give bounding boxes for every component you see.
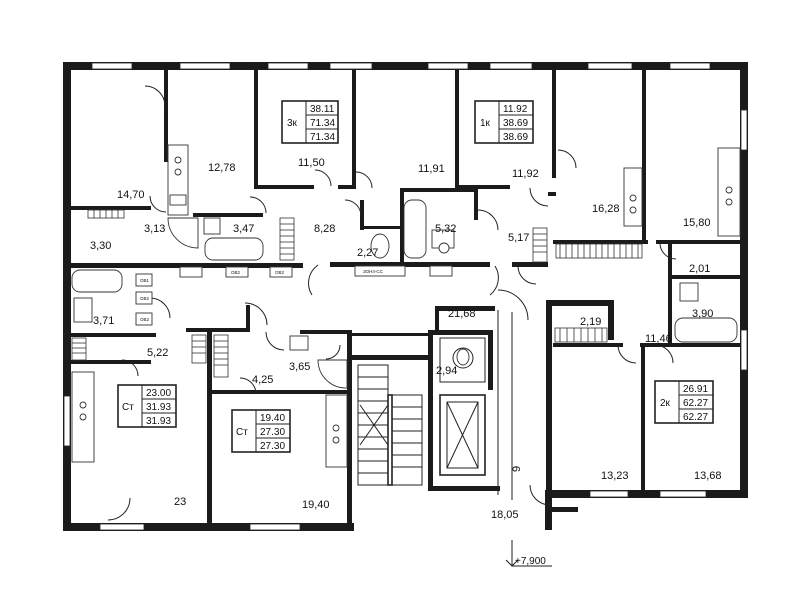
room-area-label: 11,92 — [512, 168, 539, 180]
apartment-total-area: 71.34 — [310, 118, 335, 129]
level-mark: +7,900 — [505, 540, 552, 567]
room-area-label: 4,25 — [252, 374, 273, 386]
room-area-label: 11,50 — [298, 157, 325, 169]
room-area-label: 2,01 — [689, 263, 710, 275]
apartment-total-area: 27.30 — [260, 441, 285, 452]
shaft-tag: ОВ2 — [140, 296, 150, 301]
apartment-total-area: 38.69 — [503, 132, 528, 143]
apartment-type: Ст — [122, 402, 134, 413]
room-area-label: 3,47 — [233, 223, 254, 235]
apartment-total-area: 27.30 — [260, 427, 285, 438]
room-area-label: 2,94 — [436, 365, 457, 377]
room-area-label: 21,68 — [448, 308, 476, 320]
elevator-shaft — [439, 337, 486, 476]
apartment-type: Ст — [236, 427, 248, 438]
room-area-label: 3,13 — [144, 223, 165, 235]
apartment-total-area: 62.27 — [683, 412, 708, 423]
room-area-label: 14,70 — [117, 189, 145, 201]
apartment-living-area: 11.92 — [503, 104, 528, 115]
apartment-type: 1к — [480, 118, 491, 129]
room-area-label: 11,46 — [645, 333, 672, 345]
shaft-tag: ОВ2 — [231, 270, 241, 275]
room-area-label: 13,68 — [694, 470, 722, 482]
room-area-label: 18,05 — [491, 509, 519, 521]
apartment-total-area: 31.93 — [146, 416, 171, 427]
room-area-label: 13,23 — [601, 470, 629, 482]
apartment-box-3k: 3к 38.11 71.34 71.34 — [281, 100, 339, 144]
fixtures — [71, 144, 741, 468]
shaft-tag: ОВ1 — [140, 278, 150, 283]
room-area-label: 3,90 — [692, 308, 713, 320]
shaft-tag: ОВ2 — [140, 317, 150, 322]
room-area-label: 16,28 — [592, 203, 620, 215]
hatched-panels — [71, 209, 643, 378]
room-area-label: 3,71 — [93, 315, 114, 327]
room-area-label: 23 — [174, 496, 186, 508]
apartment-box-1k: 1к 11.92 38.69 38.69 — [474, 100, 534, 144]
room-area-label: 12,78 — [208, 162, 236, 174]
apartment-total-area: 31.93 — [146, 402, 171, 413]
apartment-type: 2к — [660, 398, 671, 409]
room-area-label: 5,22 — [147, 347, 168, 359]
apartment-living-area: 26.91 — [683, 384, 708, 395]
apartment-box-st2: Ст 19.40 27.30 27.30 — [231, 409, 291, 453]
room-area-label: 2,27 — [357, 247, 378, 259]
apartment-box-2k: 2к 26.91 62.27 62.27 — [654, 380, 714, 424]
apartment-total-area: 62.27 — [683, 398, 708, 409]
room-area-label: 3,30 — [90, 240, 111, 252]
shaft-tag: ОВ2 — [275, 270, 285, 275]
shaft-tag: ЗОН4-СС — [363, 269, 384, 274]
room-area-label: 5,32 — [435, 223, 456, 235]
level-mark-value: +7,900 — [515, 556, 546, 567]
room-area-label: 19,40 — [302, 499, 330, 511]
apartment-type: 3к — [287, 118, 298, 129]
apartment-living-area: 23.00 — [146, 388, 171, 399]
windows — [63, 62, 748, 531]
room-area-label: 15,80 — [683, 217, 711, 229]
apartment-total-area: 38.69 — [503, 118, 528, 129]
room-area-label: 9 — [511, 466, 523, 472]
room-area-label: 3,65 — [289, 361, 310, 373]
apartment-box-st1: Ст 23.00 31.93 31.93 — [117, 384, 177, 428]
apartment-living-area: 38.11 — [310, 104, 335, 115]
apartment-living-area: 19.40 — [260, 413, 285, 424]
interior-walls — [63, 70, 740, 523]
room-area-label: 5,17 — [508, 232, 529, 244]
room-area-label: 11,91 — [418, 163, 445, 175]
shaft-boxes — [135, 265, 453, 326]
room-area-label: 8,28 — [314, 223, 335, 235]
door-swings — [107, 85, 677, 521]
shaft-tag-labels: ОВ1 ОВ2 ОВ2 ОВ2 ОВ2 ЗОН4-СС — [140, 269, 384, 322]
room-area-label: 2,19 — [580, 316, 601, 328]
staircase — [357, 364, 423, 486]
room-labels: 14,70 12,78 11,50 11,91 11,92 16,28 15,8… — [90, 157, 722, 521]
apartment-total-area: 71.34 — [310, 132, 335, 143]
